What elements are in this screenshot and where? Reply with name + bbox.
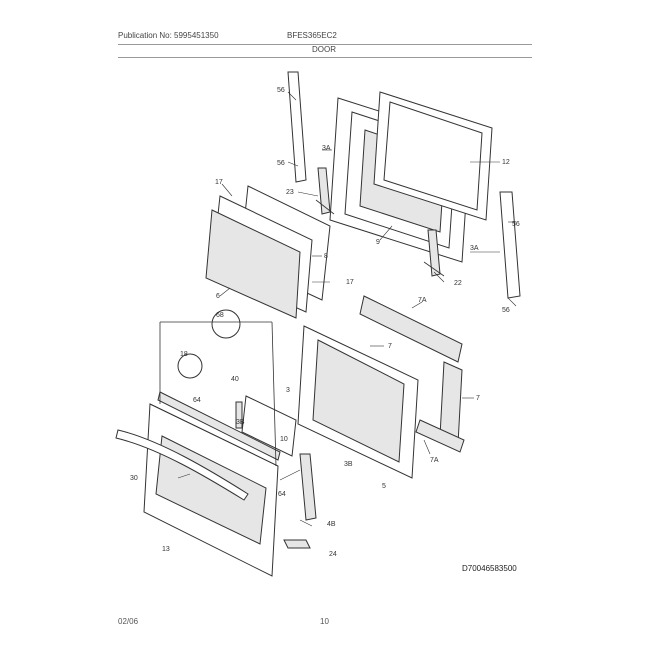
door-handle — [115, 429, 249, 501]
insulation-lower — [415, 419, 465, 453]
header-rule-bottom — [118, 57, 532, 58]
callout-22: 22 — [454, 280, 462, 287]
callout-7: 7 — [388, 343, 392, 350]
window-frame — [297, 325, 419, 479]
glass-pack — [205, 195, 313, 319]
publication-date: 02/06 — [118, 617, 139, 626]
callout-9: 9 — [376, 239, 380, 246]
callout-23: 23 — [286, 189, 294, 196]
publication-number: Publication No: 5995451350 — [118, 31, 219, 40]
door-hinge-left — [315, 167, 335, 215]
callout-6: 6 — [216, 293, 220, 300]
page-number: 10 — [320, 617, 329, 626]
callout-12: 12 — [502, 159, 510, 166]
callout-40: 40 — [231, 376, 239, 383]
door-liner — [373, 91, 493, 221]
diagram-doc-number: D70046583500 — [462, 564, 517, 573]
insulation-upper — [359, 295, 463, 363]
header-rule-top — [118, 44, 532, 45]
callout-7a: 7A — [418, 297, 427, 304]
callout-64: 64 — [278, 491, 286, 498]
callout-24: 24 — [329, 551, 337, 558]
callout-3a: 3A — [322, 145, 331, 152]
callout-56: 56 — [277, 87, 285, 94]
callout-10: 10 — [280, 436, 288, 443]
vent-baffle — [241, 395, 297, 457]
callout-17: 17 — [346, 279, 354, 286]
callout-7a: 7A — [430, 457, 439, 464]
screw-detail — [159, 309, 277, 467]
callout-13: 13 — [162, 546, 170, 553]
hinge-channel-left — [287, 71, 307, 183]
callout-4b: 4B — [327, 521, 336, 528]
callout-68: 68 — [216, 312, 224, 319]
callout-5: 5 — [382, 483, 386, 490]
model-number: BFES365EC2 — [287, 31, 337, 40]
clip — [235, 401, 243, 429]
callout-17: 17 — [215, 179, 223, 186]
callout-56: 56 — [512, 221, 520, 228]
callout-8: 8 — [324, 253, 328, 260]
section-title: DOOR — [312, 45, 336, 54]
callout-56: 56 — [277, 160, 285, 167]
callout-3b: 3B — [236, 419, 245, 426]
door-bracket — [299, 453, 317, 521]
door-hinge-right — [423, 229, 445, 277]
leader-lines — [177, 91, 517, 527]
callout-56: 56 — [502, 307, 510, 314]
callout-3a: 3A — [470, 245, 479, 252]
door-bottom-trim — [283, 539, 311, 549]
callout-64: 64 — [193, 397, 201, 404]
callout-30: 30 — [130, 475, 138, 482]
callout-3: 3 — [286, 387, 290, 394]
vent-trim — [157, 391, 281, 461]
callout-18: 18 — [180, 351, 188, 358]
callout-7: 7 — [476, 395, 480, 402]
callout-3b: 3B — [344, 461, 353, 468]
hinge-channel-right — [499, 191, 521, 299]
